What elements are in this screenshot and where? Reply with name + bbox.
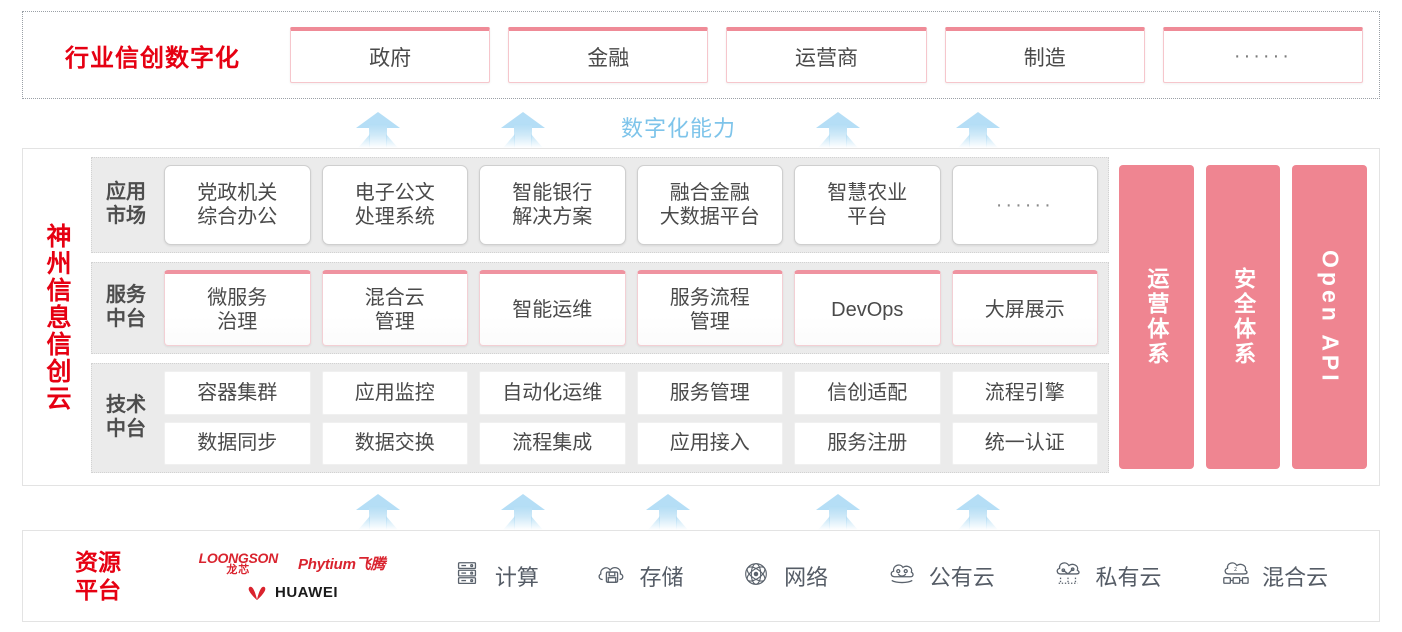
pillar-list: 运营体系 安全体系 Open API bbox=[1119, 157, 1369, 477]
pillar-open-api[interactable]: Open API bbox=[1292, 165, 1368, 469]
capability-arrow-3 bbox=[816, 112, 860, 148]
app-cell-smart-agriculture[interactable]: 智慧农业 平台 bbox=[794, 165, 941, 245]
cloud-platform-body: 应用 市场 党政机关 综合办公 电子公文 处理系统 智能银行 解决方案 融合金融… bbox=[91, 149, 1379, 485]
tech-cell-process-integration[interactable]: 流程集成 bbox=[479, 421, 626, 465]
svc-cell-intelligent-ops[interactable]: 智能运维 bbox=[479, 270, 626, 346]
tech-cell-container-cluster[interactable]: 容器集群 bbox=[164, 371, 311, 415]
private-cloud-icon bbox=[1052, 559, 1086, 593]
huawei-flower-icon bbox=[246, 585, 268, 601]
tech-cell-process-engine[interactable]: 流程引擎 bbox=[951, 371, 1098, 415]
application-market-cells: 党政机关 综合办公 电子公文 处理系统 智能银行 解决方案 融合金融 大数据平台… bbox=[164, 165, 1098, 245]
cloud-platform-title-text: 神州信息信创云 bbox=[43, 222, 71, 412]
vendor-logo-row-2: HUAWEI bbox=[246, 584, 338, 601]
tech-cell-service-mgmt[interactable]: 服务管理 bbox=[636, 371, 783, 415]
svg-text:z: z bbox=[1234, 566, 1237, 573]
industry-box-manufacturing[interactable]: 制造 bbox=[944, 27, 1145, 83]
technology-platform-grid: 容器集群 应用监控 自动化运维 服务管理 信创适配 流程引擎 数据同步 数据交换… bbox=[164, 371, 1098, 465]
app-cell-more[interactable]: ······ bbox=[951, 165, 1098, 245]
resource-arrow-4 bbox=[816, 494, 860, 530]
svc-cell-dashboard[interactable]: 大屏展示 bbox=[951, 270, 1098, 346]
server-icon bbox=[452, 559, 486, 593]
tech-cell-automated-ops[interactable]: 自动化运维 bbox=[479, 371, 626, 415]
industry-band: 行业信创数字化 政府 金融 运营商 制造 ······ bbox=[22, 11, 1380, 99]
layer-label-service-platform: 服务 中台 bbox=[106, 284, 146, 330]
industry-box-telecom[interactable]: 运营商 bbox=[726, 27, 927, 83]
resource-item-hybrid-cloud[interactable]: z 混合云 bbox=[1219, 559, 1328, 593]
resource-platform-panel: 资源 平台 LOONGSON 龙芯 Phytium飞腾 bbox=[22, 530, 1380, 622]
public-cloud-icon bbox=[886, 559, 920, 593]
industry-box-more[interactable]: ······ bbox=[1162, 27, 1364, 83]
vendor-logo-row-1: LOONGSON 龙芯 Phytium飞腾 bbox=[199, 551, 386, 576]
resource-item-private-cloud-label: 私有云 bbox=[1095, 565, 1162, 590]
resource-arrow-1 bbox=[356, 494, 400, 530]
pillar-open-api-label: Open API bbox=[1317, 249, 1344, 385]
resource-item-hybrid-cloud-label: 混合云 bbox=[1262, 565, 1329, 590]
resource-arrow-strip bbox=[0, 492, 1402, 530]
tech-cell-xinchuang-adaptation[interactable]: 信创适配 bbox=[794, 371, 941, 415]
resource-arrow-5 bbox=[956, 494, 1000, 530]
industry-band-title: 行业信创数字化 bbox=[65, 44, 240, 72]
layer-stack: 应用 市场 党政机关 综合办公 电子公文 处理系统 智能银行 解决方案 融合金融… bbox=[91, 157, 1109, 477]
resource-item-list: 计算 存储 bbox=[423, 559, 1379, 593]
resource-item-compute-label: 计算 bbox=[494, 565, 539, 590]
layer-application-market: 应用 市场 党政机关 综合办公 电子公文 处理系统 智能银行 解决方案 融合金融… bbox=[91, 157, 1109, 253]
layer-label-technology-platform: 技术 中台 bbox=[106, 394, 146, 440]
layer-technology-platform: 技术 中台 容器集群 应用监控 自动化运维 服务管理 信创适配 流程引擎 数据同… bbox=[91, 363, 1109, 473]
cloud-platform-title: 神州信息信创云 bbox=[23, 149, 91, 485]
capability-arrow-strip: 数字化能力 bbox=[0, 108, 1402, 148]
resource-item-public-cloud-label: 公有云 bbox=[928, 565, 995, 590]
resource-platform-title: 资源 平台 bbox=[75, 548, 121, 603]
svc-cell-service-process-mgmt[interactable]: 服务流程 管理 bbox=[636, 270, 783, 346]
app-cell-government-office[interactable]: 党政机关 综合办公 bbox=[164, 165, 311, 245]
pillar-security-system[interactable]: 安全体系 bbox=[1205, 165, 1281, 469]
capability-label: 数字化能力 bbox=[621, 116, 737, 141]
pillar-operations-system[interactable]: 运营体系 bbox=[1119, 165, 1194, 469]
cloud-platform-panel: 神州信息信创云 应用 市场 党政机关 综合办公 电子公文 处理系统 智能银行 解… bbox=[22, 148, 1380, 486]
tech-cell-data-exchange[interactable]: 数据交换 bbox=[321, 421, 468, 465]
resource-arrow-2 bbox=[501, 494, 545, 530]
layer-label-application-market: 应用 市场 bbox=[106, 181, 146, 227]
resource-item-private-cloud[interactable]: 私有云 bbox=[1052, 559, 1161, 593]
resource-item-storage[interactable]: 存储 bbox=[596, 559, 683, 593]
technology-row-2: 数据同步 数据交换 流程集成 应用接入 服务注册 统一认证 bbox=[164, 421, 1098, 465]
phytium-logo: Phytium飞腾 bbox=[297, 556, 386, 573]
capability-arrow-1 bbox=[356, 112, 400, 148]
resource-item-storage-label: 存储 bbox=[639, 565, 684, 590]
network-icon bbox=[741, 559, 775, 593]
svc-cell-hybrid-cloud-mgmt[interactable]: 混合云 管理 bbox=[321, 270, 468, 346]
app-cell-edoc-system[interactable]: 电子公文 处理系统 bbox=[321, 165, 468, 245]
industry-box-finance[interactable]: 金融 bbox=[508, 27, 709, 83]
loongson-logo-cn: 龙芯 bbox=[226, 564, 251, 576]
vendor-logo-list: LOONGSON 龙芯 Phytium飞腾 bbox=[173, 551, 423, 601]
resource-item-public-cloud[interactable]: 公有云 bbox=[886, 559, 995, 593]
resource-arrow-3 bbox=[646, 494, 690, 530]
tech-cell-service-registry[interactable]: 服务注册 bbox=[794, 421, 941, 465]
app-cell-smart-bank[interactable]: 智能银行 解决方案 bbox=[479, 165, 626, 245]
cloud-storage-icon bbox=[596, 559, 630, 593]
hybrid-cloud-icon: z bbox=[1219, 559, 1253, 593]
loongson-logo-en: LOONGSON bbox=[198, 550, 279, 566]
tech-cell-app-monitoring[interactable]: 应用监控 bbox=[321, 371, 468, 415]
industry-box-government[interactable]: 政府 bbox=[290, 27, 491, 83]
service-platform-cells: 微服务 治理 混合云 管理 智能运维 服务流程 管理 DevOps 大屏展示 bbox=[164, 270, 1098, 346]
resource-item-network[interactable]: 网络 bbox=[741, 559, 828, 593]
svc-cell-microservice-governance[interactable]: 微服务 治理 bbox=[164, 270, 311, 346]
tech-cell-data-sync[interactable]: 数据同步 bbox=[164, 421, 311, 465]
capability-arrow-4 bbox=[956, 112, 1000, 148]
pillar-operations-system-label: 运营体系 bbox=[1144, 267, 1170, 367]
industry-box-list: 政府 金融 运营商 制造 ······ bbox=[290, 27, 1379, 83]
layer-service-platform: 服务 中台 微服务 治理 混合云 管理 智能运维 服务流程 管理 DevOps … bbox=[91, 262, 1109, 354]
pillar-security-system-label: 安全体系 bbox=[1231, 267, 1257, 367]
technology-row-1: 容器集群 应用监控 自动化运维 服务管理 信创适配 流程引擎 bbox=[164, 371, 1098, 415]
huawei-logo-text: HUAWEI bbox=[275, 584, 338, 601]
resource-item-network-label: 网络 bbox=[784, 565, 829, 590]
capability-arrow-2 bbox=[501, 112, 545, 148]
tech-cell-unified-auth[interactable]: 统一认证 bbox=[951, 421, 1098, 465]
svc-cell-devops[interactable]: DevOps bbox=[794, 270, 941, 346]
loongson-logo: LOONGSON 龙芯 bbox=[198, 550, 279, 576]
app-cell-finance-bigdata[interactable]: 融合金融 大数据平台 bbox=[636, 165, 783, 245]
resource-item-compute[interactable]: 计算 bbox=[452, 559, 539, 593]
tech-cell-app-access[interactable]: 应用接入 bbox=[636, 421, 783, 465]
huawei-logo: HUAWEI bbox=[246, 584, 338, 601]
